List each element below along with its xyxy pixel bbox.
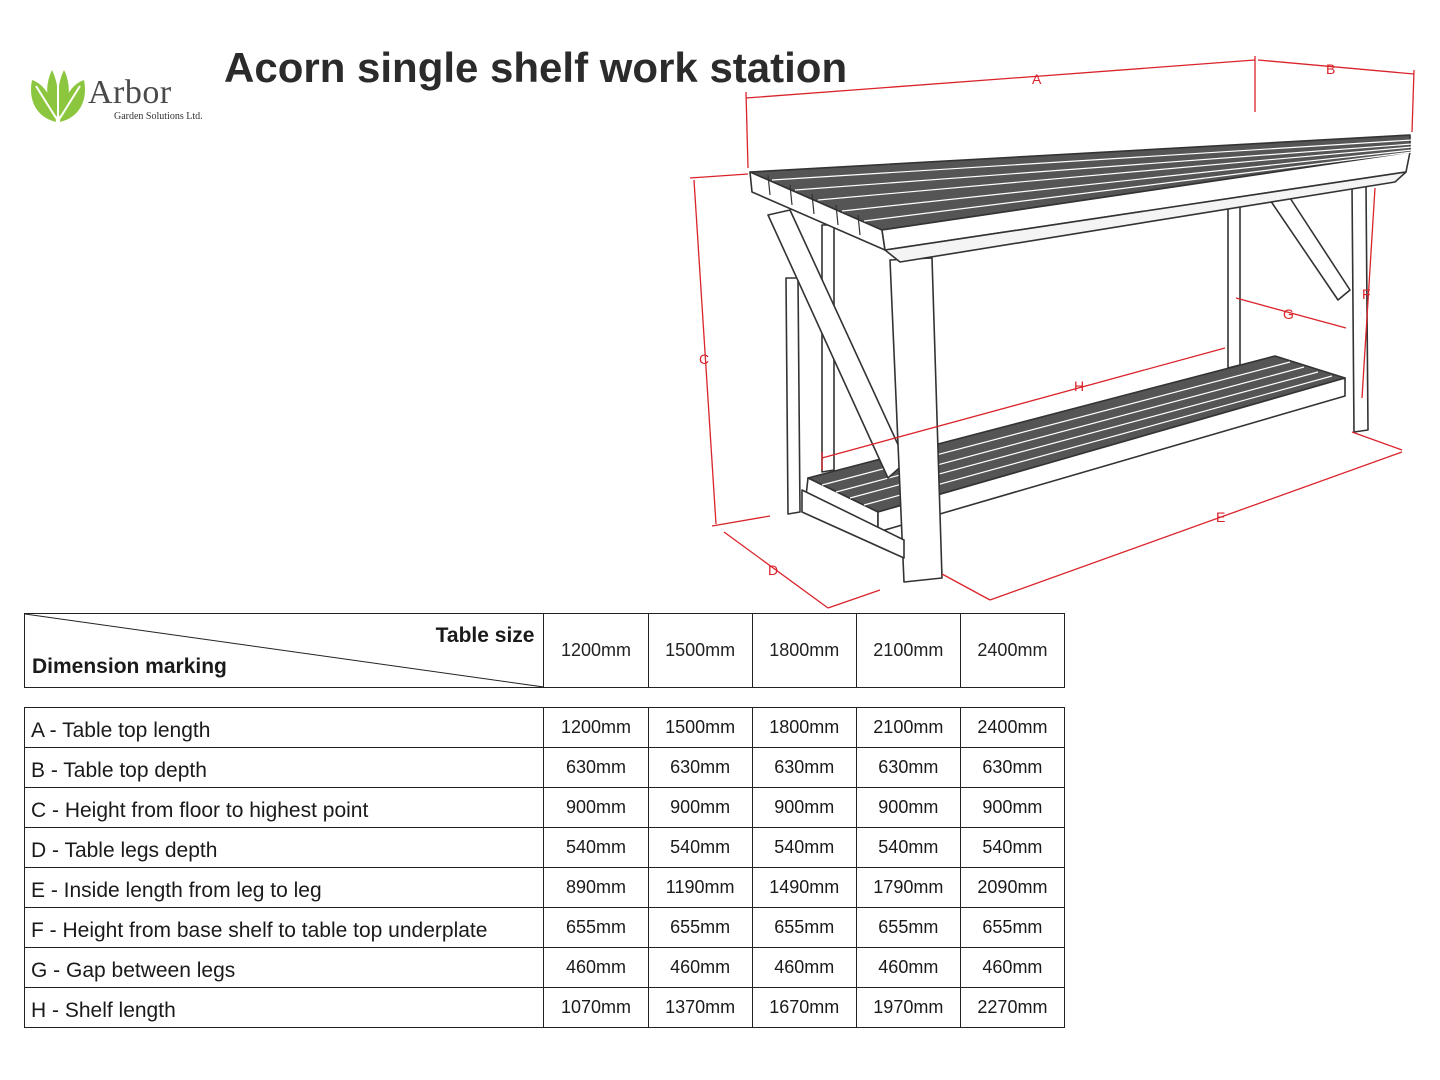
cell-value: 900mm — [751, 787, 857, 828]
size-header-1800: 1800mm — [751, 613, 857, 688]
cell-value: 1800mm — [751, 707, 857, 748]
cell-value: 2090mm — [959, 867, 1066, 908]
row-label: E - Inside length from leg to leg — [23, 867, 545, 908]
dim-h-label: H — [1074, 378, 1084, 394]
lower-shelf-side-rail — [877, 377, 1346, 533]
back-inner-leg — [1227, 204, 1241, 369]
cell-value: 540mm — [751, 827, 857, 868]
front-left-leg — [785, 277, 801, 515]
dim-f-label: F — [1362, 286, 1371, 302]
cell-value: 655mm — [959, 907, 1066, 948]
dim-d-label: D — [768, 562, 778, 578]
cell-value: 1370mm — [647, 987, 753, 1028]
table-row: B - Table top depth 630mm 630mm 630mm 63… — [23, 747, 1066, 788]
size-header-1200: 1200mm — [543, 613, 649, 688]
dim-c-label: C — [699, 351, 709, 367]
cell-value: 540mm — [647, 827, 753, 868]
dim-g-label: G — [1283, 306, 1294, 322]
page-title: Acorn single shelf work station — [224, 44, 848, 91]
cell-value: 630mm — [647, 747, 753, 788]
row-label: F - Height from base shelf to table top … — [23, 907, 545, 948]
cell-value: 1790mm — [855, 867, 961, 908]
cell-value: 900mm — [647, 787, 753, 828]
dim-c-line — [693, 179, 717, 525]
cell-value: 540mm — [855, 827, 961, 868]
cell-value: 655mm — [855, 907, 961, 948]
table-row: F - Height from base shelf to table top … — [23, 907, 1066, 948]
dim-b-line — [1257, 59, 1415, 75]
row-label: H - Shelf length — [23, 987, 545, 1028]
logo-wordmark: Arbor — [88, 74, 172, 111]
cell-value: 1970mm — [855, 987, 961, 1028]
dim-a-line — [745, 59, 1256, 99]
dim-a-label: A — [1032, 71, 1042, 87]
cell-value: 900mm — [855, 787, 961, 828]
back-right-leg — [1351, 184, 1369, 433]
cell-value: 1070mm — [543, 987, 649, 1028]
cell-value: 630mm — [751, 747, 857, 788]
table-size-label: Table size — [435, 624, 535, 647]
size-header-2100: 2100mm — [855, 613, 961, 688]
cell-value: 2270mm — [959, 987, 1066, 1028]
cell-value: 2100mm — [855, 707, 961, 748]
leaf-logo-icon — [31, 70, 85, 122]
cell-value: 540mm — [543, 827, 649, 868]
table-row: C - Height from floor to highest point 9… — [23, 787, 1066, 828]
dimensions-table: A - Table top length 1200mm 1500mm 1800m… — [23, 707, 1066, 1028]
dim-b-label: B — [1326, 61, 1335, 77]
row-label: D - Table legs depth — [23, 827, 545, 868]
table-row: E - Inside length from leg to leg 890mm … — [23, 867, 1066, 908]
header-corner-cell: Table size Dimension marking — [23, 613, 545, 688]
dimension-marking-label: Dimension marking — [32, 655, 227, 678]
size-header-2400: 2400mm — [959, 613, 1066, 688]
cell-value: 630mm — [959, 747, 1066, 788]
dim-e-line — [989, 451, 1403, 601]
cell-value: 900mm — [543, 787, 649, 828]
dim-d-line — [723, 531, 829, 609]
cell-value: 655mm — [543, 907, 649, 948]
cell-value: 460mm — [543, 947, 649, 988]
table-row: H - Shelf length 1070mm 1370mm 1670mm 19… — [23, 987, 1066, 1028]
dim-f-line — [1361, 187, 1376, 399]
dim-e-label: E — [1216, 509, 1225, 525]
cell-value: 1190mm — [647, 867, 753, 908]
row-label: C - Height from floor to highest point — [23, 787, 545, 828]
size-header-table: Table size Dimension marking 1200mm 1500… — [23, 613, 1066, 688]
front-foot — [801, 489, 905, 559]
cell-value: 460mm — [647, 947, 753, 988]
cell-value: 460mm — [959, 947, 1066, 988]
company-logo: Arbor Garden Solutions Ltd. — [26, 62, 206, 126]
dim-g-line — [1235, 297, 1347, 329]
tabletop-apron — [884, 171, 1407, 263]
cell-value: 900mm — [959, 787, 1066, 828]
cell-value: 655mm — [751, 907, 857, 948]
table-row: D - Table legs depth 540mm 540mm 540mm 5… — [23, 827, 1066, 868]
cell-value: 1670mm — [751, 987, 857, 1028]
row-label: B - Table top depth — [23, 747, 545, 788]
size-header-1500: 1500mm — [647, 613, 753, 688]
table-row: G - Gap between legs 460mm 460mm 460mm 4… — [23, 947, 1066, 988]
diagonal-divider — [25, 614, 544, 687]
table-row: A - Table top length 1200mm 1500mm 1800m… — [23, 707, 1066, 748]
cell-value: 1500mm — [647, 707, 753, 748]
cell-value: 655mm — [647, 907, 753, 948]
cell-value: 460mm — [855, 947, 961, 988]
cell-value: 2400mm — [959, 707, 1066, 748]
row-label: G - Gap between legs — [23, 947, 545, 988]
cell-value: 630mm — [855, 747, 961, 788]
cell-value: 1490mm — [751, 867, 857, 908]
cell-value: 630mm — [543, 747, 649, 788]
right-brace — [1269, 197, 1351, 301]
cell-value: 460mm — [751, 947, 857, 988]
cell-value: 540mm — [959, 827, 1066, 868]
logo-subtitle: Garden Solutions Ltd. — [114, 111, 203, 122]
front-right-leg — [889, 257, 943, 583]
workbench-diagram: A B C D E F G H — [689, 56, 1415, 609]
cell-value: 1200mm — [543, 707, 649, 748]
cell-value: 890mm — [543, 867, 649, 908]
row-label: A - Table top length — [23, 707, 545, 748]
dim-h-line — [821, 347, 1226, 459]
